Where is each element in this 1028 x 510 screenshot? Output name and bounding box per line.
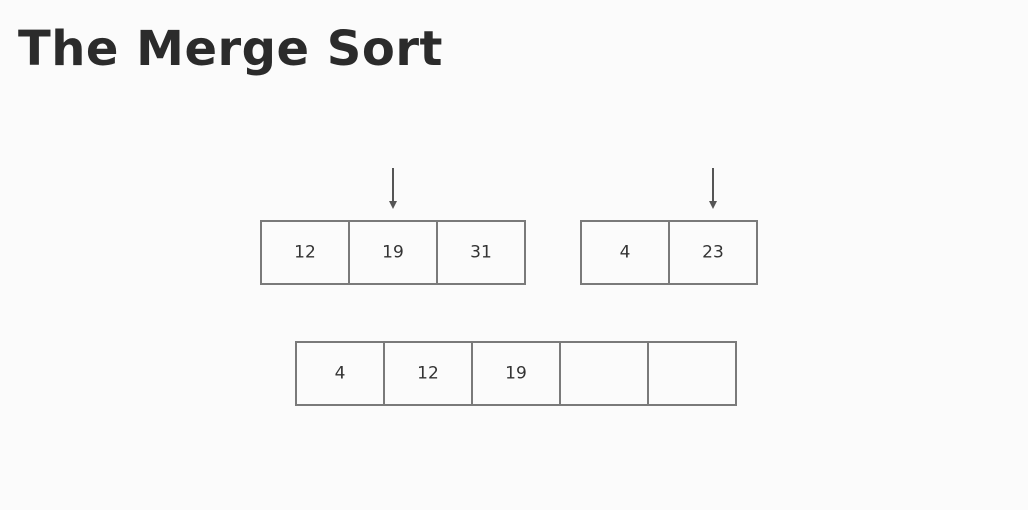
right-array-cell-box [668,220,758,285]
left-array-cell: 12 [260,220,350,285]
left-array-cell-box [348,220,438,285]
merged-array-cell: 12 [383,341,473,406]
right-array: 4 23 [580,220,758,285]
right-array-cell-box [580,220,670,285]
left-array-cell: 31 [436,220,526,285]
left-pointer-arrow-head [389,201,397,209]
right-array-cell: 4 [580,220,670,285]
left-array-cell: 19 [348,220,438,285]
right-array-cell: 23 [668,220,758,285]
merged-array-cell: 4 [295,341,385,406]
left-array-cell-box [260,220,350,285]
merged-array-cell-box [295,341,385,406]
merged-array-cell: 19 [471,341,561,406]
merged-array-cell-box [471,341,561,406]
merged-array-cell [647,341,737,406]
merged-array-cell-box [647,341,737,406]
merged-array: 4 12 19 [295,341,737,406]
right-pointer-arrow-head [709,201,717,209]
merged-array-cell-value: 12 [417,364,439,384]
page-title: The Merge Sort [18,21,443,77]
left-array-cell-value: 31 [470,243,492,263]
merged-array-cell-value: 19 [505,364,527,384]
right-array-cell-value: 23 [702,243,724,263]
left-array: 12 19 31 [260,220,526,285]
left-array-cell-value: 12 [294,243,316,263]
merged-array-cell-box [559,341,649,406]
left-array-cell-box [436,220,526,285]
left-array-cell-value: 19 [382,243,404,263]
merged-array-cell [559,341,649,406]
right-array-cell-value: 4 [620,243,631,263]
right-array-pointer [709,168,717,209]
left-array-pointer [389,168,397,209]
merged-array-cell-value: 4 [335,364,346,384]
